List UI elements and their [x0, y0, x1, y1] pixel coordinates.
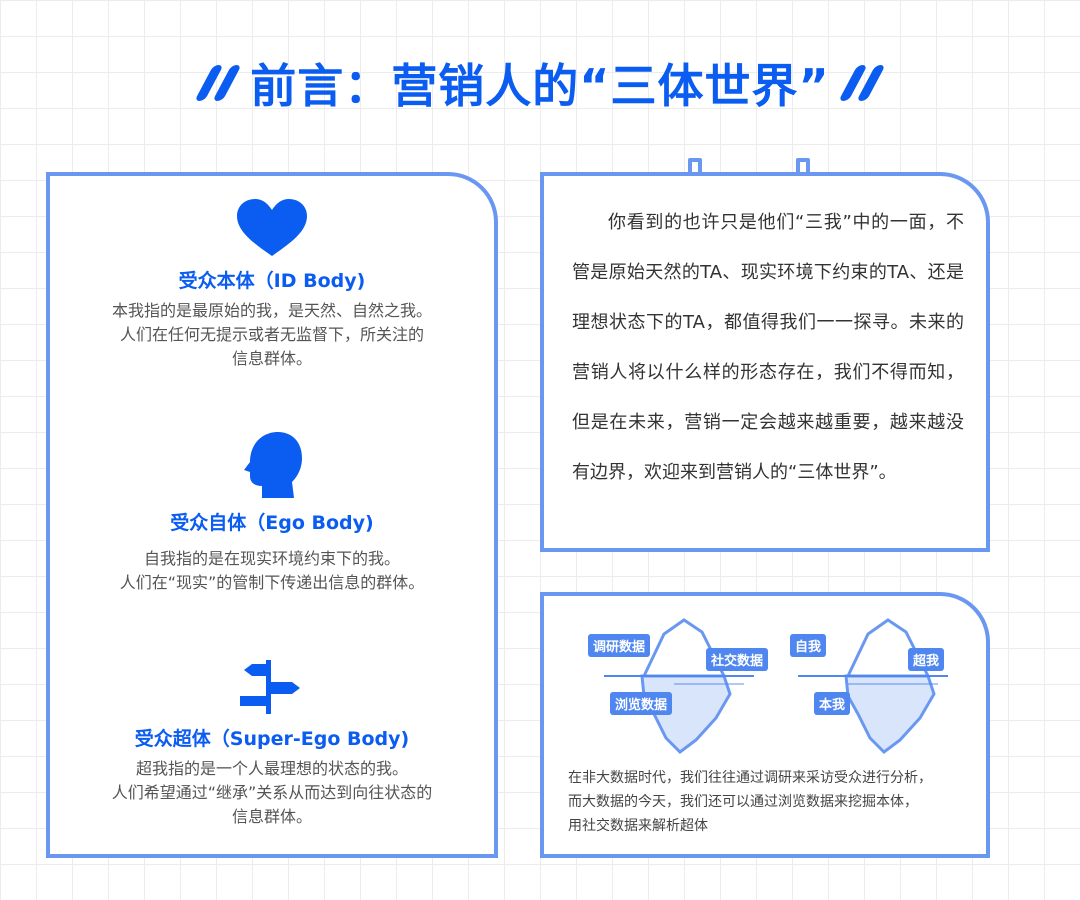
section-description: 自我指的是在现实环境约束下的我。 人们在“现实”的管制下传递出信息的群体。 — [119, 549, 425, 592]
page-header: 前言：营销人的“三体世界” — [0, 48, 1080, 118]
slash-decoration-right — [838, 65, 886, 101]
section-ego-body: 受众自体（Ego Body) 自我指的是在现实环境约束下的我。 人们在“现实”的… — [50, 430, 494, 595]
iceberg-description: 在非大数据时代，我们往往通过调研来采访受众进行分析， 而大数据的今天，我们还可以… — [568, 770, 932, 834]
section-title: 受众超体（Super-Ego Body) — [134, 728, 410, 750]
signpost-icon — [50, 660, 494, 714]
tag-research-data: 调研数据 — [588, 634, 651, 657]
tag-super-ego: 超我 — [908, 648, 945, 671]
intro-text-card: 你看到的也许只是他们“三我”中的一面，不管是原始天然的TA、现实环境下约束的TA… — [540, 172, 990, 552]
section-title: 受众自体（Ego Body) — [170, 512, 374, 534]
section-description: 超我指的是一个人最理想的状态的我。 人们希望通过“继承”关系从而达到向往状态的 … — [111, 759, 433, 826]
slash-decoration-left — [194, 65, 242, 101]
section-super-ego-body: 受众超体（Super-Ego Body) 超我指的是一个人最理想的状态的我。 人… — [50, 660, 494, 829]
iceberg-icon — [604, 618, 948, 754]
intro-paragraph: 你看到的也许只是他们“三我”中的一面，不管是原始天然的TA、现实环境下约束的TA… — [572, 212, 964, 483]
iceberg-card: 调研数据 社交数据 浏览数据 自我 超我 本我 在非大数据时代，我们往往通过调研… — [540, 592, 990, 858]
tag-social-data: 社交数据 — [706, 648, 769, 671]
head-silhouette-icon — [50, 430, 494, 500]
page-title: 前言：营销人的“三体世界” — [250, 59, 830, 113]
tag-ego: 自我 — [790, 634, 827, 657]
heart-icon — [50, 198, 494, 258]
section-id-body: 受众本体（ID Body) 本我指的是最原始的我，是天然、自然之我。 人们在任何… — [50, 198, 494, 371]
section-description: 本我指的是最原始的我，是天然、自然之我。 人们在任何无提示或者无监督下，所关注的… — [111, 301, 432, 368]
tag-id: 本我 — [814, 692, 851, 715]
section-title: 受众本体（ID Body) — [178, 270, 366, 292]
audience-types-card: 受众本体（ID Body) 本我指的是最原始的我，是天然、自然之我。 人们在任何… — [46, 172, 498, 858]
tag-browse-data: 浏览数据 — [610, 692, 673, 715]
